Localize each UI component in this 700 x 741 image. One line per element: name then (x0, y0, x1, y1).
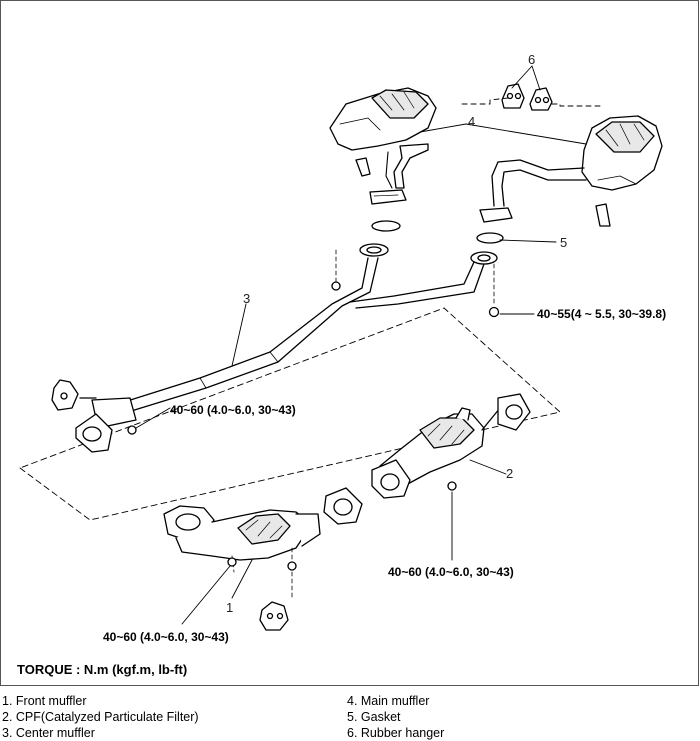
rubber-hangers (501, 83, 553, 111)
callout-6: 6 (528, 52, 535, 67)
cpf-converter (371, 393, 531, 499)
center-muffler (75, 257, 485, 453)
left-flange (359, 189, 407, 257)
torque-units-title: TORQUE : N.m (kgf.m, lb-ft) (17, 662, 188, 677)
front-gasket (323, 487, 363, 525)
right-tail-pipe (470, 159, 587, 265)
torque-cpf-flange: 40~60 (4.0~6.0, 30~43) (388, 565, 514, 579)
legend-item: 5. Gasket (347, 710, 401, 724)
callout-3: 3 (243, 291, 250, 306)
legend-item: 6. Rubber hanger (347, 726, 445, 740)
main-muffler-right (581, 115, 663, 227)
legend-left: 1. Front muffler 2. CPF(Catalyzed Partic… (2, 693, 199, 741)
callout-5: 5 (560, 235, 567, 250)
callout-1: 1 (226, 600, 233, 615)
callout-4: 4 (468, 114, 475, 129)
legend-item: 2. CPF(Catalyzed Particulate Filter) (2, 710, 199, 724)
torque-center-front: 40~60 (4.0~6.0, 30~43) (170, 403, 296, 417)
hanger-and-bolts (51, 249, 500, 435)
main-muffler-left (329, 87, 437, 189)
exhaust-diagram: 6 4 5 3 2 1 40~55(4 ~ 5.5, 30~39.8) 40~6… (19, 52, 666, 644)
legend-right: 4. Main muffler 5. Gasket 6. Rubber hang… (347, 693, 444, 741)
torque-front-muffler: 40~60 (4.0~6.0, 30~43) (103, 630, 229, 644)
legend-item: 4. Main muffler (347, 694, 430, 708)
legend-item: 1. Front muffler (2, 694, 87, 708)
leader-lines (135, 65, 601, 625)
torque-rear-flange: 40~55(4 ~ 5.5, 30~39.8) (537, 307, 666, 321)
legend-item: 3. Center muffler (2, 726, 95, 740)
dashed-boundary (19, 307, 561, 521)
diagram-frame (0, 0, 699, 686)
front-muffler (163, 505, 321, 631)
callout-2: 2 (506, 466, 513, 481)
